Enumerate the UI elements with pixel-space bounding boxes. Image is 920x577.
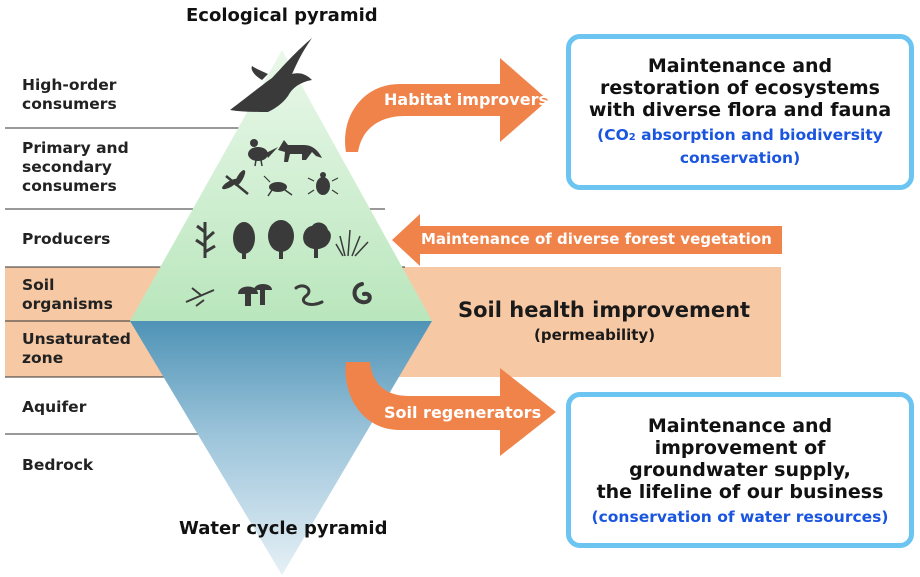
ecosystems-line-2: restoration of ecosystems: [571, 77, 909, 99]
ecosystems-line-3: with diverse flora and fauna: [571, 99, 909, 121]
forest-vegetation-label: Maintenance of diverse forest vegetation: [421, 230, 772, 248]
groundwater-line-3: groundwater supply,: [571, 459, 909, 481]
groundwater-line-4: the lifeline of our business: [571, 481, 909, 503]
water-cycle-pyramid-title: Water cycle pyramid: [179, 518, 388, 539]
groundwater-line-2: improvement of: [571, 437, 909, 459]
groundwater-line-1: Maintenance and: [571, 415, 909, 437]
soil-regenerators-label: Soil regenerators: [384, 403, 541, 422]
ecosystems-line-1: Maintenance and: [571, 55, 909, 77]
layer-label-bedrock: Bedrock: [22, 456, 93, 475]
soil-health-title: Soil health improvement: [458, 298, 750, 322]
ecosystems-sub-line-2: conservation): [571, 148, 909, 168]
layer-label-producers: Producers: [22, 230, 110, 249]
layer-label-aquifer: Aquifer: [22, 398, 86, 417]
soil-health-subtitle: (permeability): [534, 326, 655, 344]
habitat-improvers-label: Habitat improvers: [384, 90, 548, 109]
groundwater-sub-line: (conservation of water resources): [571, 507, 909, 527]
ecological-pyramid-title: Ecological pyramid: [186, 5, 378, 26]
groundwater-outcome-box: Maintenance and improvement of groundwat…: [566, 392, 914, 548]
ecosystems-outcome-box: Maintenance and restoration of ecosystem…: [566, 34, 914, 190]
ecosystems-sub-line-1: (CO2 absorption and biodiversity: [571, 125, 909, 148]
